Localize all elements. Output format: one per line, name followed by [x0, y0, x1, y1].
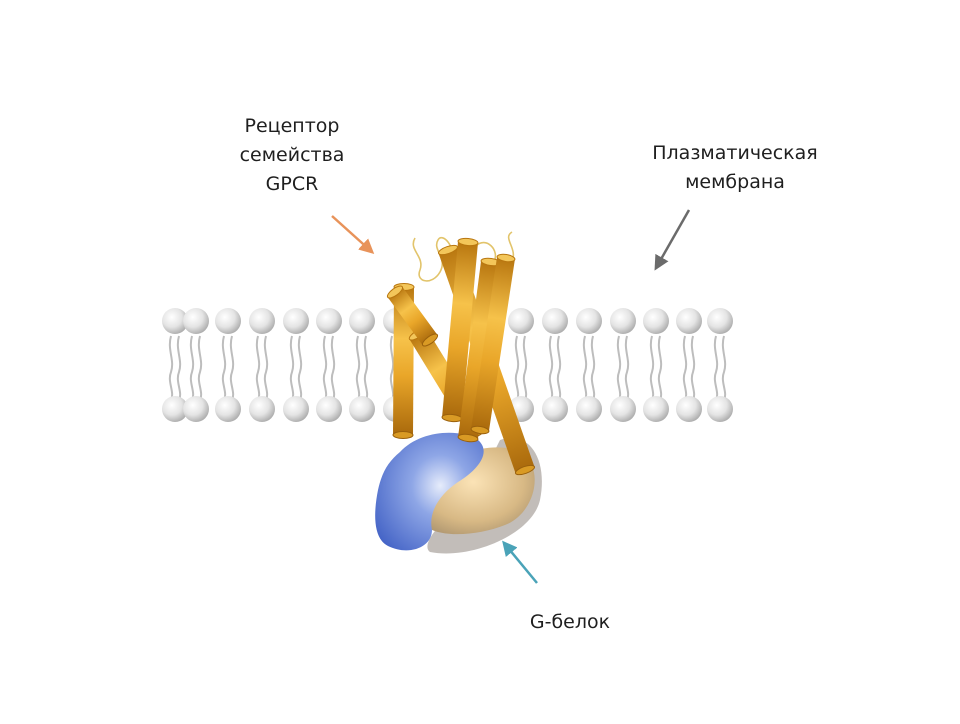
lipid-tail [297, 335, 303, 401]
lipid-head-upper [316, 308, 342, 334]
lipid-head-upper [283, 308, 309, 334]
lipid-tail [263, 335, 269, 401]
g-protein-arrow [502, 540, 538, 584]
lipid-head-upper [707, 308, 733, 334]
helix-cylinder [441, 237, 479, 423]
lipid-tail [590, 335, 596, 401]
helix-end-cap [421, 333, 439, 347]
lipid-tail [690, 335, 696, 401]
receptor-label-line: GPCR [265, 173, 319, 195]
receptor-label-line: семейства [239, 144, 345, 166]
lipid-tail [363, 335, 369, 401]
lipid-head-upper [676, 308, 702, 334]
lipid-tail [189, 335, 195, 401]
lipid-tail [330, 335, 336, 401]
lipid-head-lower [576, 396, 602, 422]
lipid-head-upper [162, 308, 188, 334]
helix-end-cap [437, 244, 459, 256]
lipid-head-lower [162, 396, 188, 422]
lipid-tail [522, 335, 528, 401]
membrane-label-line: Плазматическая [652, 142, 818, 164]
lipid-head-upper [349, 308, 375, 334]
receptor-loop [412, 237, 454, 282]
lipid-head-lower [707, 396, 733, 422]
lipid-tail [322, 335, 328, 401]
lipid-tail [221, 335, 227, 401]
lipid-head-upper [183, 308, 209, 334]
lipid-tail [176, 335, 182, 401]
lipid-tail [197, 335, 203, 401]
lipid-head-upper [643, 308, 669, 334]
lipid-tail [713, 335, 719, 401]
lipid-head-upper [542, 308, 568, 334]
helix-end-cap [457, 237, 479, 247]
lipid-tail [582, 335, 588, 401]
lipid-tail [649, 335, 655, 401]
lipid-tail [168, 335, 174, 401]
receptor-arrow [331, 215, 375, 255]
helix-body [471, 256, 515, 432]
lipid-head-upper [508, 308, 534, 334]
lipid-tail [624, 335, 630, 401]
lipid-head-lower [349, 396, 375, 422]
lipid-tail [548, 335, 554, 401]
helix-end-cap [470, 425, 490, 435]
lipid-head-upper [249, 308, 275, 334]
membrane-arrow [654, 209, 691, 271]
helix-cylinder [386, 285, 439, 347]
lipid-tail [556, 335, 562, 401]
lipid-head-lower [610, 396, 636, 422]
lipid-head-lower [283, 396, 309, 422]
g-protein-label-text: G-белок [529, 611, 611, 633]
lipid-head-upper [576, 308, 602, 334]
lipid-head-lower [215, 396, 241, 422]
lipid-head-lower [542, 396, 568, 422]
helix-end-cap [386, 285, 404, 299]
g-protein-icon [375, 432, 542, 554]
lipid-head-lower [249, 396, 275, 422]
lipid-head-lower [676, 396, 702, 422]
membrane-label: Плазматическая мембрана [628, 139, 842, 197]
helix-cylinder [470, 253, 516, 435]
helix-end-cap [457, 433, 479, 443]
lipid-tail [657, 335, 663, 401]
helix-end-cap [514, 464, 536, 476]
helix-body [387, 286, 438, 346]
lipid-tail [721, 335, 727, 401]
lipid-tail [255, 335, 261, 401]
lipid-head-lower [643, 396, 669, 422]
helix-end-cap [392, 430, 414, 440]
lipid-tail [616, 335, 622, 401]
lipid-head-lower [316, 396, 342, 422]
lipid-head-upper [215, 308, 241, 334]
lipid-tail [389, 335, 395, 401]
helix-body [442, 241, 478, 419]
lipid-tail [514, 335, 520, 401]
membrane-label-line: мембрана [685, 171, 785, 193]
lipid-tail [229, 335, 235, 401]
receptor-label-line: Рецептор [244, 115, 340, 137]
lipid-tail [682, 335, 688, 401]
lipid-head-lower [183, 396, 209, 422]
lipid-head-upper [610, 308, 636, 334]
helix-end-cap [496, 253, 516, 263]
receptor-label: Рецептор семейства GPCR [222, 112, 362, 199]
lipid-tail [355, 335, 361, 401]
g-protein-label: G-белок [510, 608, 630, 637]
gpcr-receptor-icon [386, 231, 536, 476]
lipid-tail [289, 335, 295, 401]
g-protein-alpha-subunit [375, 432, 484, 551]
